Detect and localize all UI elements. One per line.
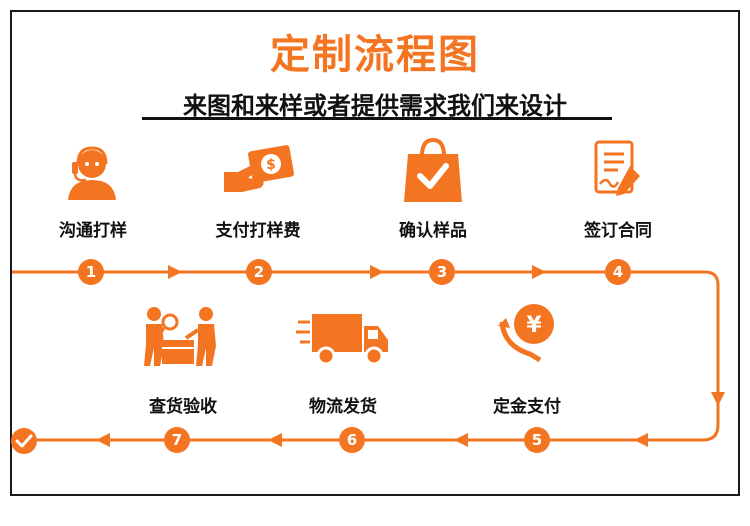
step-label-7: 查货验收 <box>149 397 217 417</box>
shopping-bag-check-icon <box>404 137 462 202</box>
arrow-left <box>96 433 110 447</box>
subtitle-underline <box>142 117 612 120</box>
step-number-2: 2 <box>246 259 272 285</box>
deposit-yuan-icon: ¥ <box>498 304 554 362</box>
inspection-workers-icon <box>144 307 216 366</box>
flow-path <box>12 270 720 442</box>
customer-service-icon <box>68 146 116 200</box>
step-label-5: 定金支付 <box>493 397 561 417</box>
svg-text:$: $ <box>266 157 276 173</box>
finish-check-icon <box>11 428 37 454</box>
arrow-right <box>370 265 384 279</box>
arrow-right <box>168 265 182 279</box>
arrow-down <box>711 392 725 406</box>
svg-text:¥: ¥ <box>526 313 542 338</box>
step-number-6: 6 <box>339 427 365 453</box>
step-number-1: 1 <box>78 259 104 285</box>
contract-document-icon <box>594 140 640 196</box>
diagram-frame <box>10 10 740 496</box>
step-number-3: 3 <box>429 259 455 285</box>
step-label-6: 物流发货 <box>309 397 377 417</box>
payment-money-icon: $ <box>224 145 294 192</box>
delivery-truck-icon <box>296 314 388 366</box>
step-number-4: 4 <box>605 259 631 285</box>
step-number-5: 5 <box>524 427 550 453</box>
page-subtitle: 来图和来样或者提供需求我们来设计 <box>183 92 567 120</box>
arrow-left <box>454 433 468 447</box>
step-label-1: 沟通打样 <box>59 221 127 241</box>
step-number-7: 7 <box>164 427 190 453</box>
arrow-right <box>532 265 546 279</box>
arrow-left <box>634 433 648 447</box>
page-title: 定制流程图 <box>270 32 480 78</box>
arrow-left <box>268 433 282 447</box>
step-label-3: 确认样品 <box>399 221 467 241</box>
step-label-2: 支付打样费 <box>215 221 301 241</box>
step-label-4: 签订合同 <box>584 221 652 241</box>
